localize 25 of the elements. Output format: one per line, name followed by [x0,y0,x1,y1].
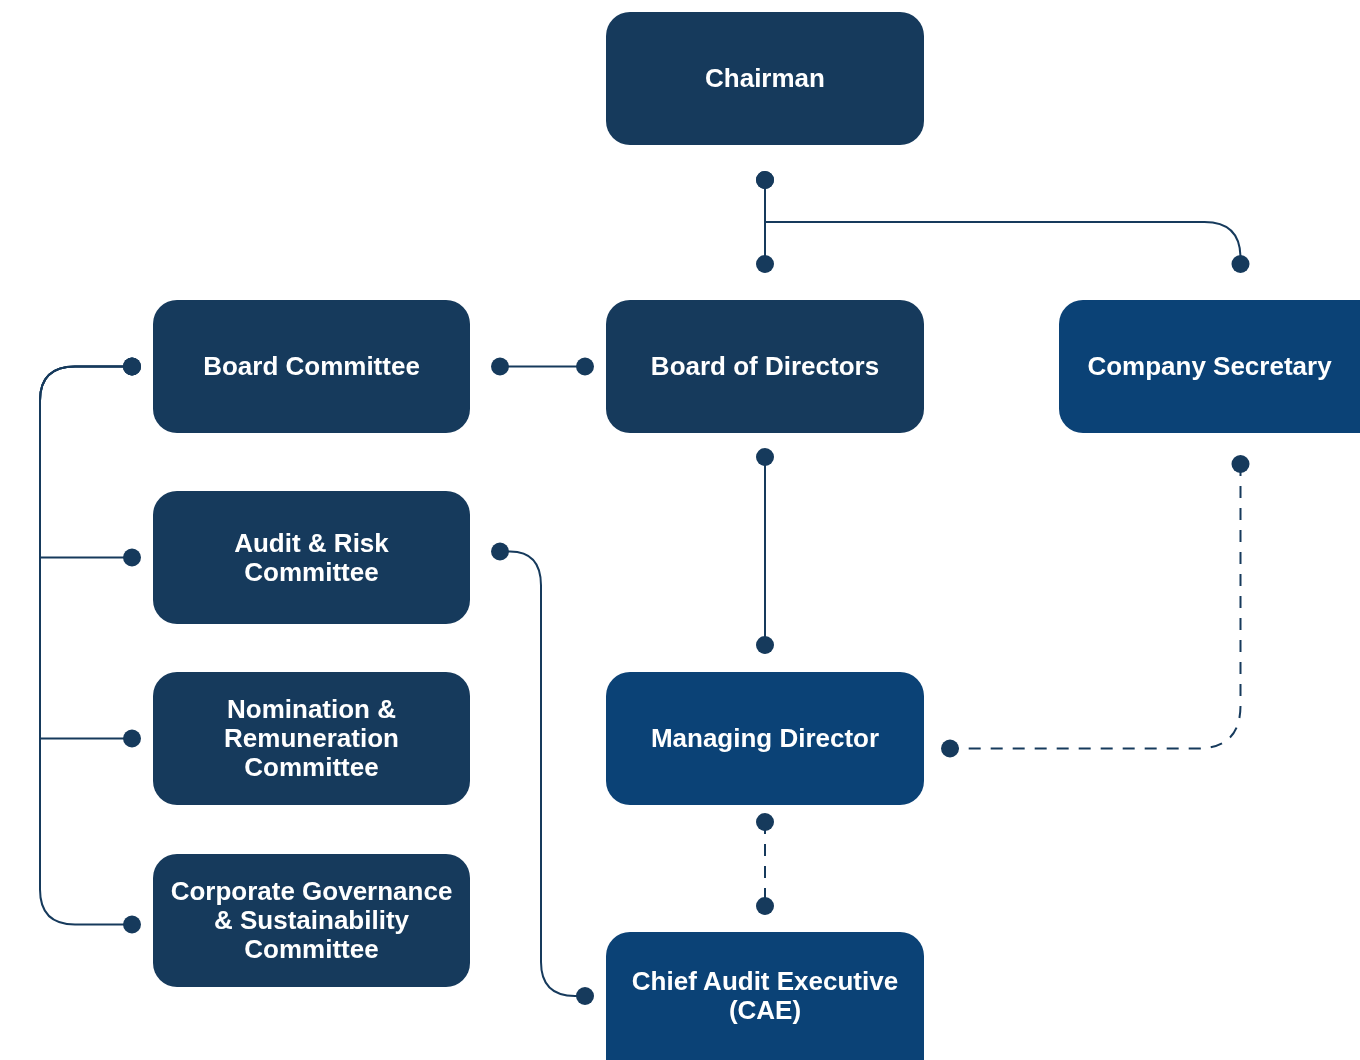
org-box [606,12,924,145]
box-label: Company Secretary [1087,352,1332,381]
org-box [153,672,470,805]
box-label: Board of Directors [650,352,880,381]
org-box [153,300,470,433]
connector-line [756,448,774,654]
box-label: Board Committee [203,352,420,381]
connector-line [756,171,1250,273]
connector-line [756,813,774,915]
box-label: Nomination & Remuneration Committee [223,695,400,782]
box-label: Managing Director [650,724,880,753]
org-box [606,932,924,1060]
org-box [606,300,924,433]
box-label: Chairman [705,64,825,93]
box-label: Chief Audit Executive (CAE) [630,967,900,1025]
org-box [153,491,470,624]
connector-line [39,357,141,934]
connector-line [491,357,594,376]
org-box [153,854,470,987]
org-box [1059,300,1360,433]
org-box [606,672,924,805]
connector-line [491,542,594,1005]
connector-line [941,455,1250,758]
box-label: Corporate Governance & Sustainability Committee [169,877,454,964]
box-label: Audit & Risk Committee [233,528,390,587]
